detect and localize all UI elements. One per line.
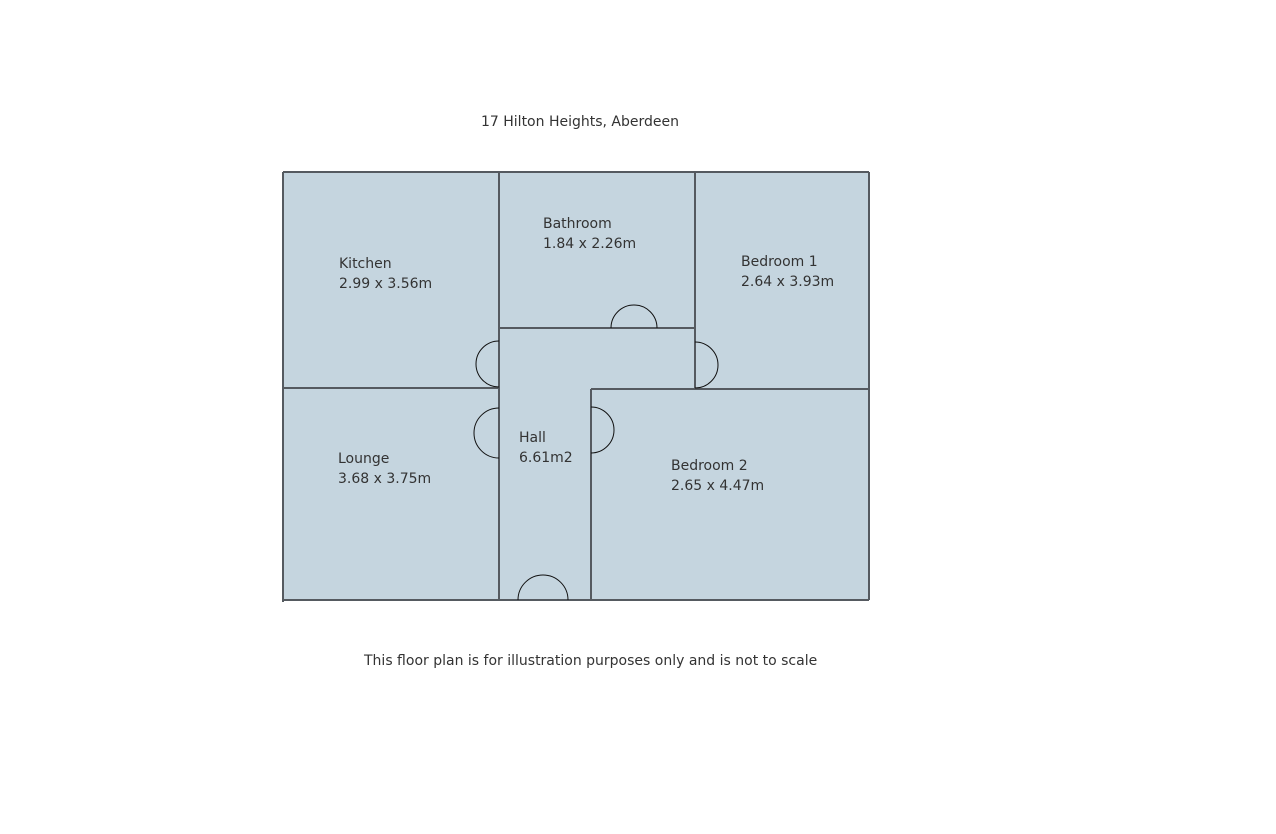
room-size: 2.65 x 4.47m xyxy=(671,478,765,494)
kitchen-door-icon xyxy=(475,340,500,388)
room-size: 2.64 x 3.93m xyxy=(741,274,835,290)
room-name: Kitchen xyxy=(339,256,392,272)
room-size: 2.99 x 3.56m xyxy=(339,276,433,292)
walls xyxy=(282,171,870,602)
room-label-bathroom: Bathroom 1.84 x 2.26m xyxy=(543,214,636,254)
room-label-bedroom-2: Bedroom 2 2.65 x 4.47m xyxy=(671,456,764,496)
room-size: 1.84 x 2.26m xyxy=(543,236,637,252)
room-name: Lounge xyxy=(338,451,390,467)
room-label-lounge: Lounge 3.68 x 3.75m xyxy=(338,449,431,489)
room-name: Hall xyxy=(519,430,546,446)
room-size: 6.61m2 xyxy=(519,450,573,466)
room-label-kitchen: Kitchen 2.99 x 3.56m xyxy=(339,254,432,294)
room-name: Bedroom 1 xyxy=(741,254,818,270)
room-label-bedroom-1: Bedroom 1 2.64 x 3.93m xyxy=(741,252,834,292)
bedroom2-door-icon xyxy=(590,406,615,454)
doors xyxy=(473,304,719,601)
disclaimer-text: This floor plan is for illustration purp… xyxy=(364,653,818,669)
lounge-door-icon xyxy=(473,407,500,459)
bedroom1-door-icon xyxy=(694,341,719,389)
room-name: Bathroom xyxy=(543,216,612,232)
room-name: Bedroom 2 xyxy=(671,458,748,474)
room-label-hall: Hall 6.61m2 xyxy=(519,428,573,468)
floor-area xyxy=(283,172,869,600)
room-size: 3.68 x 3.75m xyxy=(338,471,432,487)
bathroom-door-icon xyxy=(610,304,658,329)
entrance-door-icon xyxy=(517,574,569,601)
floor-plan-title: 17 Hilton Heights, Aberdeen xyxy=(481,114,679,130)
